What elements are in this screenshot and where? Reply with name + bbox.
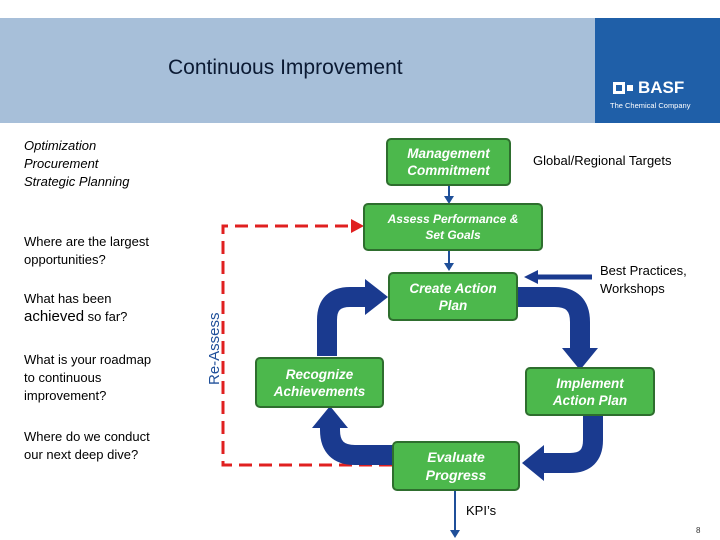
cycle-arrow-create-implement: [518, 287, 590, 352]
reassess-label: Re-Assess: [206, 312, 223, 385]
basf-logo-icon: [613, 82, 635, 94]
focus-area-item: Procurement: [24, 156, 99, 171]
logo-text: BASF: [638, 78, 685, 97]
cycle-arrow-recognize-create: [317, 287, 368, 356]
question-achieved: What has been achieved so far?: [24, 291, 128, 325]
cycle-arrow-evaluate-recognize: [320, 426, 393, 465]
global-targets-label: Global/Regional Targets: [533, 153, 672, 168]
reassess-arrowhead: [351, 219, 364, 233]
assess-performance-box: Assess Performance &Set Goals: [363, 203, 543, 251]
kpi-label: KPI’s: [466, 503, 497, 518]
focus-area-item: Optimization: [24, 138, 97, 153]
logo-tagline: The Chemical Company: [610, 101, 691, 110]
best-practices-label: Best Practices, Workshops: [600, 263, 687, 296]
focus-areas-list: Optimization Procurement Strategic Plann…: [24, 137, 130, 191]
reassess-dashed-loop: [221, 224, 392, 467]
question-opportunities: Where are the largest opportunities?: [24, 234, 150, 267]
basf-logo: [595, 18, 720, 123]
focus-area-item: Strategic Planning: [24, 174, 130, 189]
page-number: 8: [696, 526, 701, 535]
question-roadmap: What is your roadmap to continuous impro…: [24, 352, 152, 403]
cycle-arrow-implement-evaluate: [540, 413, 603, 473]
question-deep-dive: Where do we conduct our next deep dive?: [24, 429, 150, 462]
slide-title: Continuous Improvement: [168, 56, 403, 79]
slide-header: Continuous Improvement BASF The Chemical…: [0, 0, 720, 123]
